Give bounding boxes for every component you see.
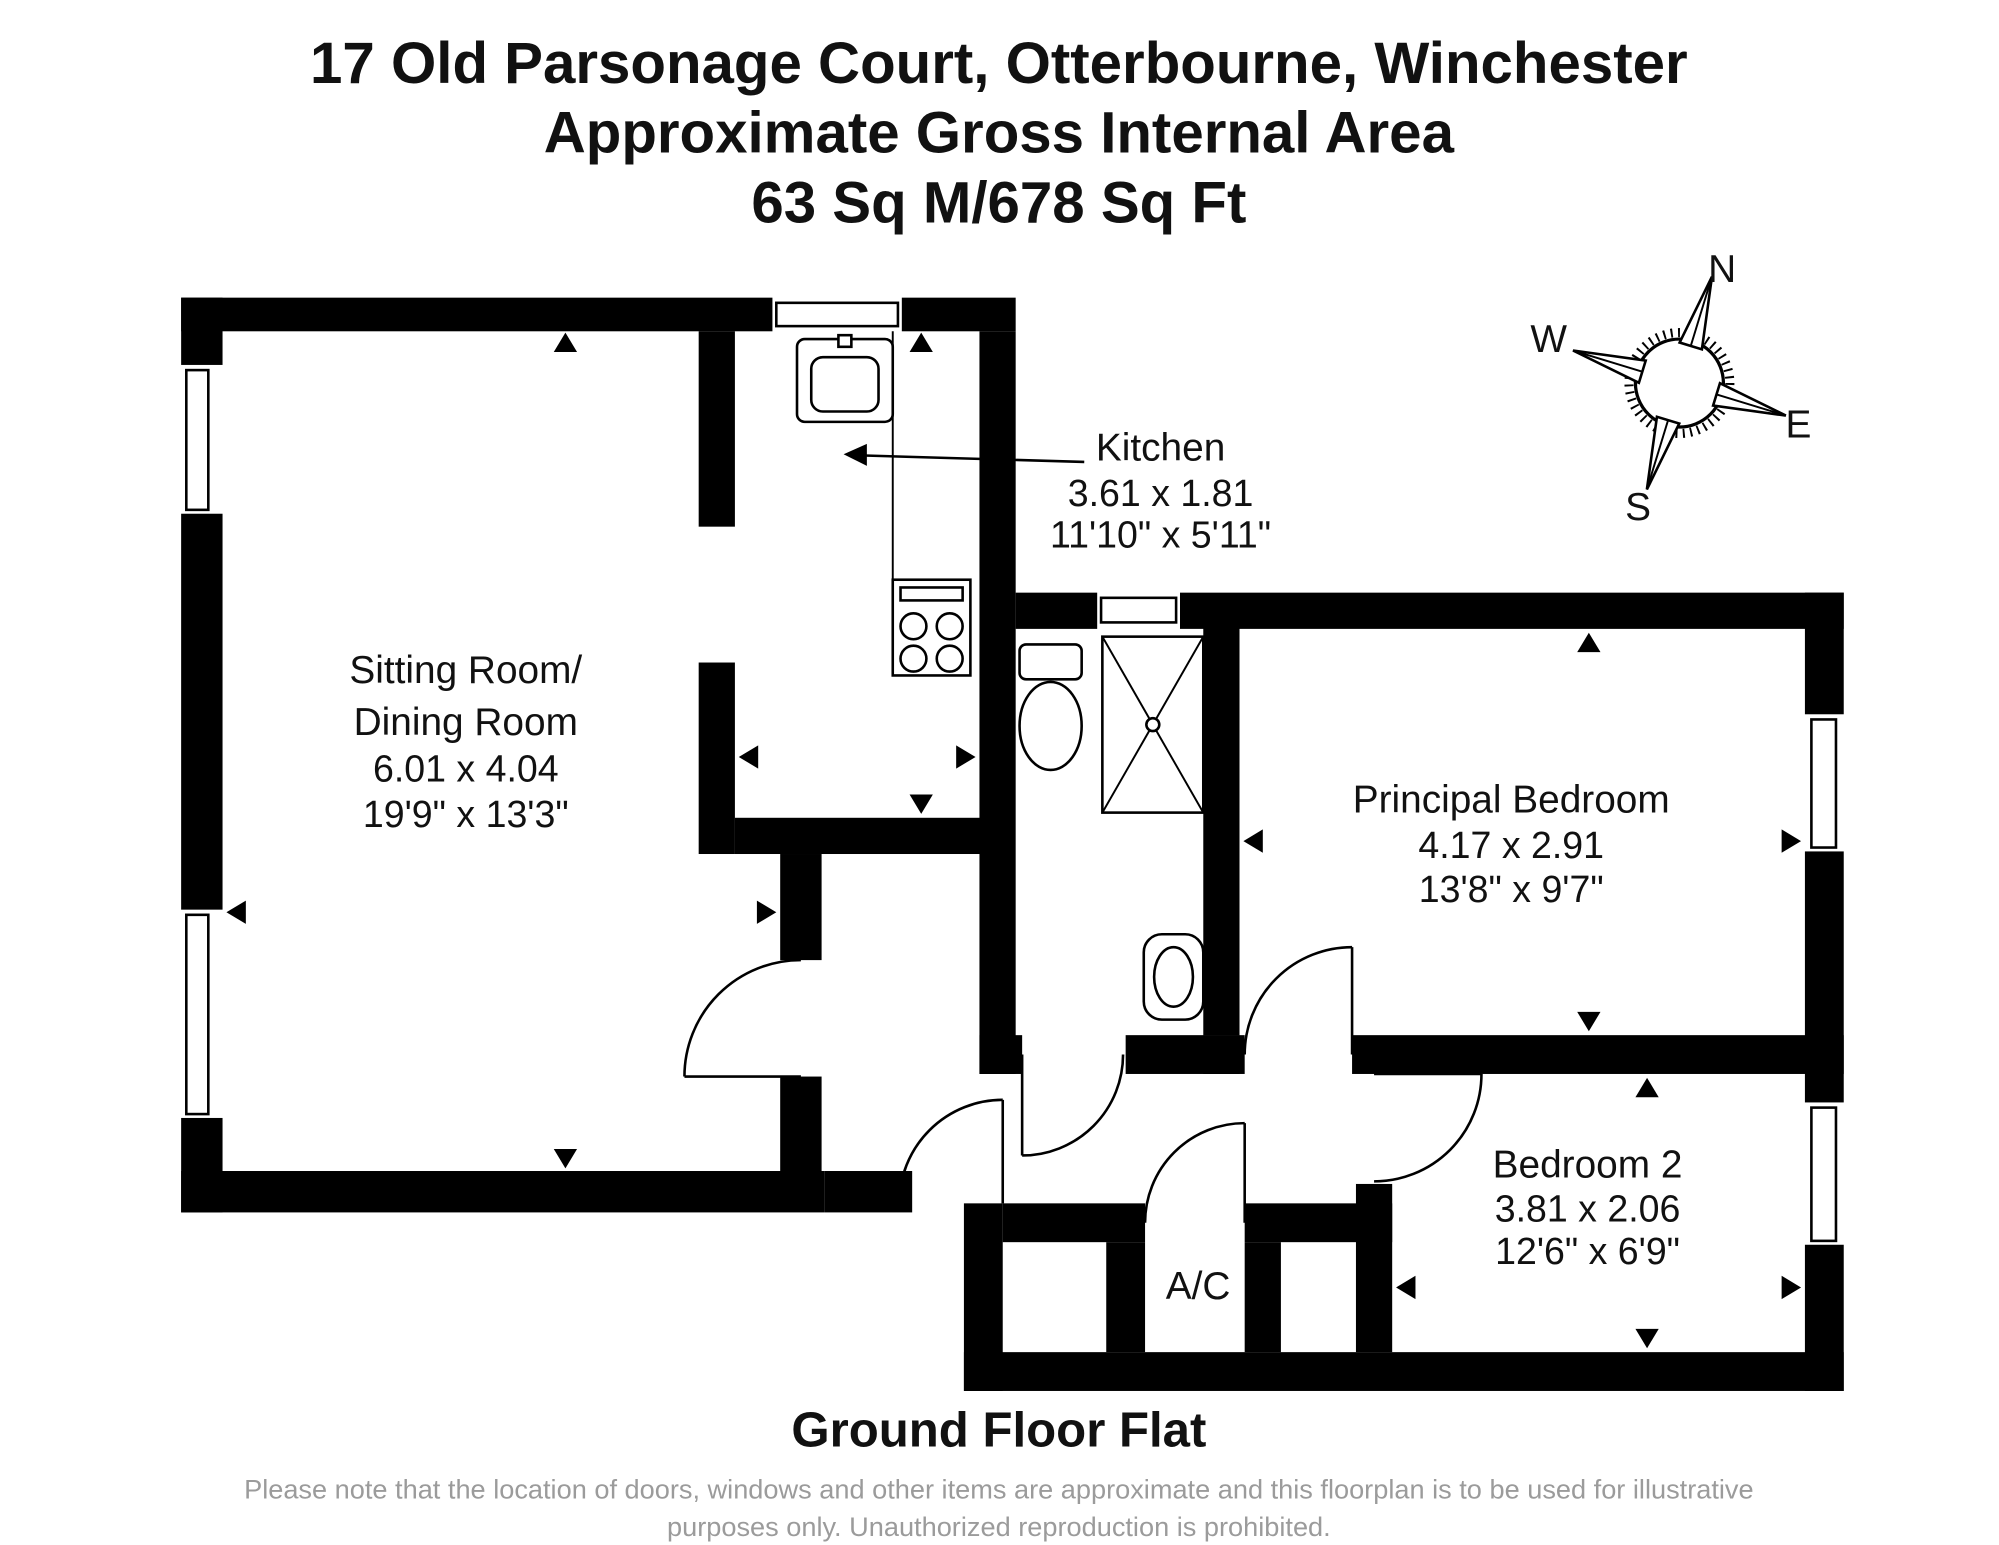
sitting-room-label-line2: Dining Room xyxy=(354,701,578,744)
kitchen-dim-metric: 3.61 x 1.81 xyxy=(1068,472,1254,514)
compass-spikes xyxy=(1572,276,1787,491)
bathroom-door xyxy=(1020,1054,1125,1157)
ac-closet-door xyxy=(1143,1121,1246,1223)
compass-west-label: W xyxy=(1530,318,1567,361)
kitchen-hob-icon xyxy=(891,578,972,677)
kitchen-dim-imperial: 11'10" x 5'11" xyxy=(1050,513,1271,555)
title-area: 63 Sq M/678 Sq Ft xyxy=(751,171,1246,236)
kitchen-callout-arrow xyxy=(843,443,1085,466)
disclaimer-line2: purposes only. Unauthorized reproduction… xyxy=(667,1511,1331,1542)
kitchen-sink-icon xyxy=(795,333,895,424)
shower-icon xyxy=(1101,635,1205,814)
compass-east-label: E xyxy=(1786,403,1812,446)
principal-bedroom-window xyxy=(1810,718,1838,849)
bedroom-2-dim-metric: 3.81 x 2.06 xyxy=(1495,1187,1681,1229)
bedroom-2-dim-imperial: 12'6" x 6'9" xyxy=(1495,1230,1680,1272)
title-block: 17 Old Parsonage Court, Otterbourne, Win… xyxy=(310,31,1688,236)
compass-rose: N E S W xyxy=(1530,248,1812,529)
principal-bedroom-label: Principal Bedroom xyxy=(1353,779,1670,822)
sitting-room-dim-metric: 6.01 x 4.04 xyxy=(373,748,559,790)
principal-bedroom-dim-imperial: 13'8" x 9'7" xyxy=(1419,868,1604,910)
bedroom-2-door xyxy=(1374,1072,1483,1183)
disclaimer-line1: Please note that the location of doors, … xyxy=(244,1473,1754,1504)
room-labels: Sitting Room/ Dining Room 6.01 x 4.04 19… xyxy=(349,427,1682,1308)
toilet-icon xyxy=(1018,643,1083,772)
title-subtitle: Approximate Gross Internal Area xyxy=(544,101,1455,166)
sitting-room-door xyxy=(683,958,801,1078)
principal-bedroom-door xyxy=(1243,945,1354,1055)
dimension-arrows xyxy=(226,332,1802,1349)
floor-label: Ground Floor Flat xyxy=(791,1403,1206,1458)
ac-closet-label: A/C xyxy=(1166,1265,1231,1308)
doors xyxy=(683,945,1483,1223)
kitchen-label: Kitchen xyxy=(1096,427,1225,470)
kitchen-window xyxy=(775,301,900,328)
windows xyxy=(185,301,1838,1243)
entrance-door xyxy=(897,1098,1005,1204)
sitting-room-window-upper xyxy=(185,368,210,512)
compass-tick-ring xyxy=(1624,328,1735,439)
bedroom-2-window xyxy=(1810,1106,1838,1243)
bathroom-window xyxy=(1099,596,1178,624)
walls xyxy=(181,297,1844,1391)
fixtures xyxy=(795,331,1205,1021)
bedroom-2-label: Bedroom 2 xyxy=(1493,1143,1683,1186)
compass-circle xyxy=(1633,337,1726,429)
principal-bedroom-dim-metric: 4.17 x 2.91 xyxy=(1418,824,1604,866)
basin-icon xyxy=(1142,932,1205,1021)
compass-north-label: N xyxy=(1708,248,1736,291)
footer: Ground Floor Flat Please note that the l… xyxy=(244,1403,1754,1542)
sitting-room-label-line1: Sitting Room/ xyxy=(349,649,582,692)
title-address: 17 Old Parsonage Court, Otterbourne, Win… xyxy=(310,31,1688,96)
sitting-room-dim-imperial: 19'9" x 13'3" xyxy=(363,793,569,835)
sitting-room-window-lower xyxy=(185,913,210,1116)
compass-south-label: S xyxy=(1625,486,1651,529)
